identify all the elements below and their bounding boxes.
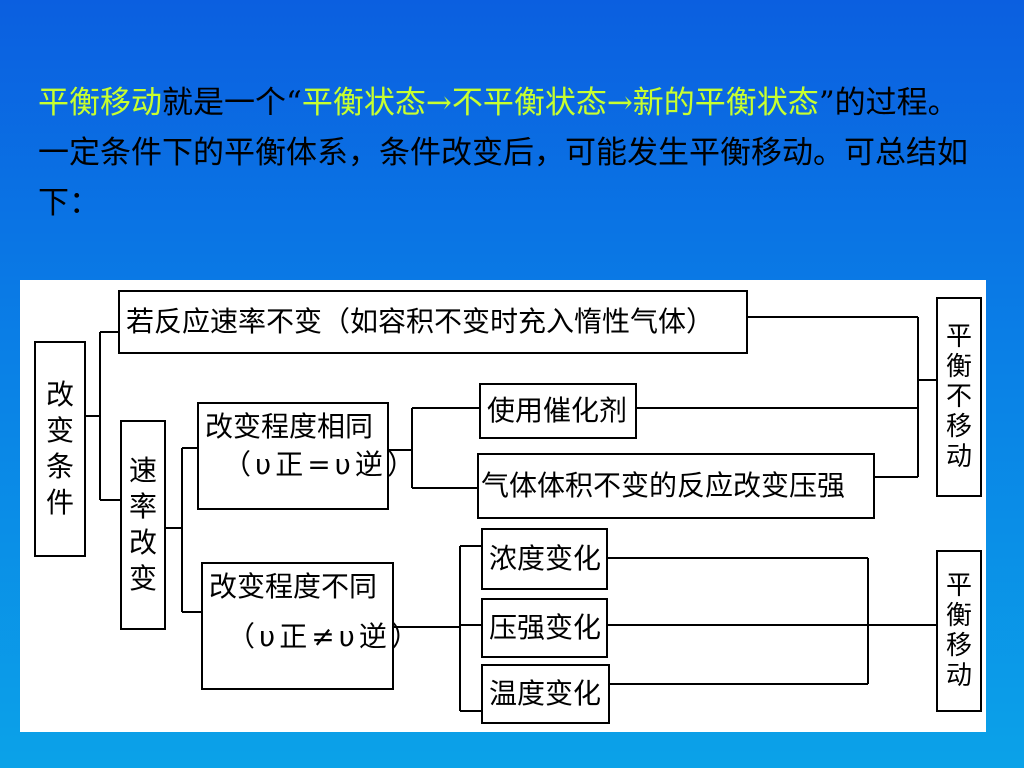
node-catalyst-label: 使用催化剂 [487, 394, 628, 427]
node-same-degree-line1: 改变程度相同 [205, 410, 374, 443]
node-catalyst: 使用催化剂 [479, 383, 637, 439]
node-same-rate-label: 若反应速率不变（如容积不变时充入惰性气体） [126, 305, 715, 338]
node-diff-degree-line2: （υ正≠υ逆） [227, 620, 423, 653]
connector-lines [84, 316, 937, 712]
node-pressure: 压强变化 [481, 598, 608, 658]
node-concentration: 浓度变化 [481, 528, 608, 590]
node-concentration-label: 浓度变化 [489, 542, 602, 575]
node-same-degree: 改变程度相同 （υ正=υ逆） [197, 402, 419, 510]
node-pressure-label: 压强变化 [489, 611, 602, 644]
node-change-conditions: 改变条件 [34, 341, 86, 557]
node-temperature-label: 温度变化 [489, 677, 602, 710]
node-rate-change-label: 速率改变 [129, 454, 158, 595]
node-no-shift-label: 平衡不移动 [946, 322, 973, 472]
node-diff-degree: 改变程度不同 （υ正≠υ逆） [201, 562, 423, 690]
node-no-shift: 平衡不移动 [936, 297, 982, 497]
intro-text-1: 就是一个“ [162, 85, 302, 121]
node-change-conditions-label: 改变条件 [46, 378, 75, 519]
node-rate-change: 速率改变 [120, 420, 166, 630]
intro-term: 平衡移动 [38, 85, 162, 121]
node-shift-label: 平衡移动 [946, 571, 973, 691]
node-shift: 平衡移动 [936, 550, 982, 712]
node-temperature: 温度变化 [481, 664, 610, 724]
node-pressure-const-gas-label: 气体体积不变的反应改变压强 [481, 469, 846, 502]
node-same-degree-line2: （υ正=υ逆） [223, 448, 419, 481]
intro-highlight: 平衡状态→不平衡状态→新的平衡状态 [301, 85, 819, 121]
node-pressure-const-gas: 气体体积不变的反应改变压强 [477, 453, 875, 519]
node-diff-degree-line1: 改变程度不同 [209, 570, 378, 603]
diagram-panel: 改变条件 若反应速率不变（如容积不变时充入惰性气体） 速率改变 改变程度相同 （… [20, 280, 986, 732]
intro-paragraph: 平衡移动就是一个“平衡状态→不平衡状态→新的平衡状态”的过程。一定条件下的平衡体… [38, 78, 978, 228]
node-same-rate: 若反应速率不变（如容积不变时充入惰性气体） [118, 290, 748, 354]
intro-text-2: ”的过程。一定条件下的平衡体系，条件改变后，可能发生平衡移动。可总结如下： [38, 85, 968, 221]
